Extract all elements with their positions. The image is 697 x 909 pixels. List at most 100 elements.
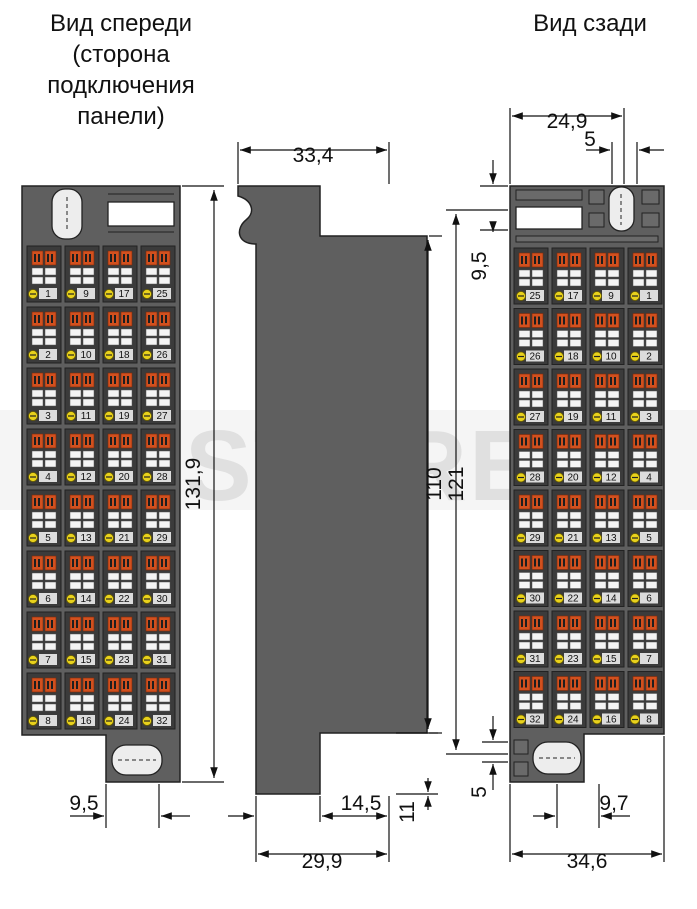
terminal-cell: 28 (513, 429, 549, 486)
terminal-cell: 11 (64, 367, 100, 425)
terminal-number: 15 (605, 654, 617, 665)
rear-view-title: Вид сзади (533, 10, 647, 37)
dim-rear-top-height: 9,5 (468, 251, 491, 280)
terminal-cell: 25 (140, 245, 176, 303)
dim-side-top-width: 33,4 (293, 144, 334, 167)
terminal-number: 32 (529, 715, 541, 726)
terminal-cell: 6 (26, 550, 62, 608)
terminal-number: 12 (80, 472, 92, 483)
terminal-number: 22 (567, 594, 579, 605)
terminal-cell: 1 (26, 245, 62, 303)
terminal-cell: 24 (551, 671, 587, 728)
terminal-cell: 27 (140, 367, 176, 425)
terminal-cell: 27 (513, 368, 549, 426)
terminal-number: 13 (605, 533, 617, 544)
terminal-cell: 16 (589, 671, 625, 728)
terminal-cell: 11 (589, 368, 625, 426)
terminal-number: 20 (567, 473, 579, 484)
terminal-cell: 18 (551, 308, 587, 365)
terminal-number: 21 (118, 533, 130, 544)
terminal-number: 6 (646, 594, 652, 605)
terminal-cell: 3 (26, 367, 62, 425)
terminal-number: 21 (567, 533, 579, 544)
terminal-cell: 28 (140, 428, 176, 486)
terminal-number: 5 (646, 533, 652, 544)
terminal-number: 17 (118, 289, 130, 300)
terminal-number: 10 (80, 350, 92, 361)
terminal-number: 8 (45, 716, 51, 727)
terminal-number: 19 (567, 412, 579, 423)
terminal-number: 4 (646, 473, 652, 484)
terminal-number: 10 (605, 352, 617, 363)
terminal-cell: 14 (589, 550, 625, 607)
terminal-cell: 24 (102, 672, 138, 730)
terminal-cell: 32 (140, 672, 176, 730)
terminal-number: 23 (567, 654, 579, 665)
terminal-cell: 8 (627, 671, 663, 728)
terminal-number: 29 (529, 533, 541, 544)
terminal-number: 19 (118, 411, 130, 422)
terminal-number: 25 (156, 289, 168, 300)
terminal-cell: 12 (589, 429, 625, 486)
terminal-number: 8 (646, 715, 652, 726)
terminal-number: 6 (45, 594, 51, 605)
terminal-number: 2 (646, 352, 652, 363)
terminal-cell: 20 (551, 429, 587, 486)
front-terminal-grid: 1234567891011121314151617181920212223242… (26, 245, 176, 730)
terminal-cell: 30 (140, 550, 176, 608)
terminal-cell: 30 (513, 550, 549, 607)
terminal-cell: 31 (513, 610, 549, 668)
terminal-cell: 5 (26, 489, 62, 547)
terminal-number: 30 (156, 594, 168, 605)
terminal-number: 7 (646, 654, 652, 665)
terminal-number: 26 (529, 352, 541, 363)
terminal-cell: 8 (26, 672, 62, 730)
dim-rear-bottom-tab: 9,7 (599, 792, 628, 815)
terminal-cell: 25 (513, 247, 549, 305)
terminal-number: 23 (118, 655, 130, 666)
terminal-number: 12 (605, 473, 617, 484)
terminal-number: 1 (646, 291, 652, 302)
dim-front-height: 131,9 (182, 458, 205, 511)
terminal-number: 31 (156, 655, 168, 666)
terminal-number: 1 (45, 289, 51, 300)
terminal-cell: 16 (64, 672, 100, 730)
terminal-number: 27 (156, 411, 168, 422)
terminal-number: 29 (156, 533, 168, 544)
terminal-cell: 4 (26, 428, 62, 486)
terminal-cell: 19 (551, 368, 587, 426)
terminal-number: 9 (608, 291, 614, 302)
terminal-cell: 7 (627, 610, 663, 668)
dim-side-step-height: 11 (396, 801, 419, 823)
marker-strip (515, 206, 583, 230)
terminal-cell: 23 (102, 611, 138, 669)
terminal-cell: 13 (589, 489, 625, 547)
terminal-cell: 15 (64, 611, 100, 669)
dim-rear-height: 121 (445, 466, 468, 501)
dim-rear-width: 34,6 (567, 850, 608, 873)
terminal-number: 22 (118, 594, 130, 605)
terminal-number: 4 (45, 472, 51, 483)
terminal-number: 17 (567, 291, 579, 302)
terminal-number: 18 (118, 350, 130, 361)
rear-terminal-grid: 2526272829303132171819202122232491011121… (513, 247, 663, 728)
terminal-cell: 31 (140, 611, 176, 669)
terminal-number: 28 (529, 473, 541, 484)
side-view (237, 185, 428, 795)
dim-rear-top-width: 24,9 (547, 110, 588, 133)
terminal-number: 28 (156, 472, 168, 483)
terminal-cell: 18 (102, 306, 138, 364)
terminal-cell: 22 (551, 550, 587, 607)
terminal-number: 30 (529, 594, 541, 605)
dimension-labels: 131,9 9,5 33,4 110 29,9 14,5 11 121 9,5 … (69, 110, 628, 873)
terminal-number: 13 (80, 533, 92, 544)
terminal-number: 3 (646, 412, 652, 423)
terminal-number: 5 (45, 533, 51, 544)
terminal-cell: 9 (64, 245, 100, 303)
terminal-cell: 13 (64, 489, 100, 547)
terminal-number: 9 (83, 289, 89, 300)
terminal-cell: 15 (589, 610, 625, 668)
terminal-cell: 20 (102, 428, 138, 486)
mounting-slot (111, 744, 163, 776)
